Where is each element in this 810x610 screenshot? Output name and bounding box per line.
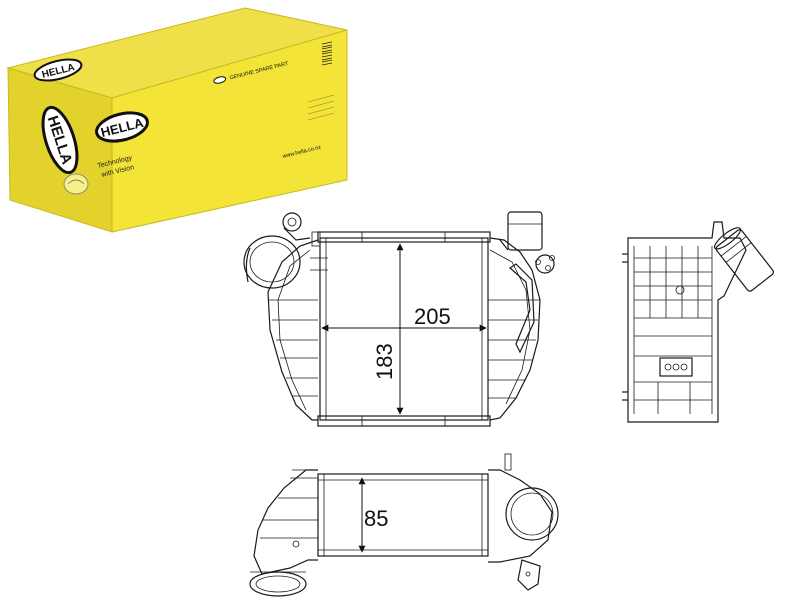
right-tank (489, 237, 541, 421)
dim-height-label: 183 (372, 343, 397, 380)
top-right-tank (488, 469, 553, 563)
product-label (307, 94, 335, 121)
side-outlet-pipe (713, 227, 775, 292)
left-tank-ribs (268, 299, 318, 397)
seal-stamp (63, 173, 89, 195)
top-left-tank (253, 469, 318, 575)
side-outline (627, 221, 747, 423)
hella-logo-top: HELLA (33, 58, 83, 82)
right-bracket (509, 263, 535, 354)
top-view: 85 (249, 453, 559, 597)
barcode (321, 41, 333, 66)
left-inlet-pipe (243, 235, 301, 289)
top-sensor-plug (517, 559, 541, 591)
box-front-face (111, 29, 348, 233)
right-tank-ribs (488, 299, 540, 399)
right-top-connector (507, 211, 543, 251)
left-tank (267, 239, 319, 421)
dim-width-label: 205 (414, 304, 451, 329)
top-bar (317, 231, 491, 243)
bottom-bar (317, 415, 491, 427)
side-sensor-plate (659, 357, 693, 377)
core-frame (319, 237, 489, 421)
left-mount-ring (282, 212, 302, 232)
dim-depth-label: 85 (364, 506, 388, 531)
hella-box: HELLA HELLA HELLA Technology with Vision… (6, 7, 348, 233)
top-right-pipe (505, 487, 559, 541)
front-view: 205 183 (243, 211, 555, 427)
side-view (622, 221, 775, 423)
side-grid (633, 246, 713, 414)
hella-logo-front: HELLA (95, 111, 149, 143)
top-core (317, 473, 489, 557)
